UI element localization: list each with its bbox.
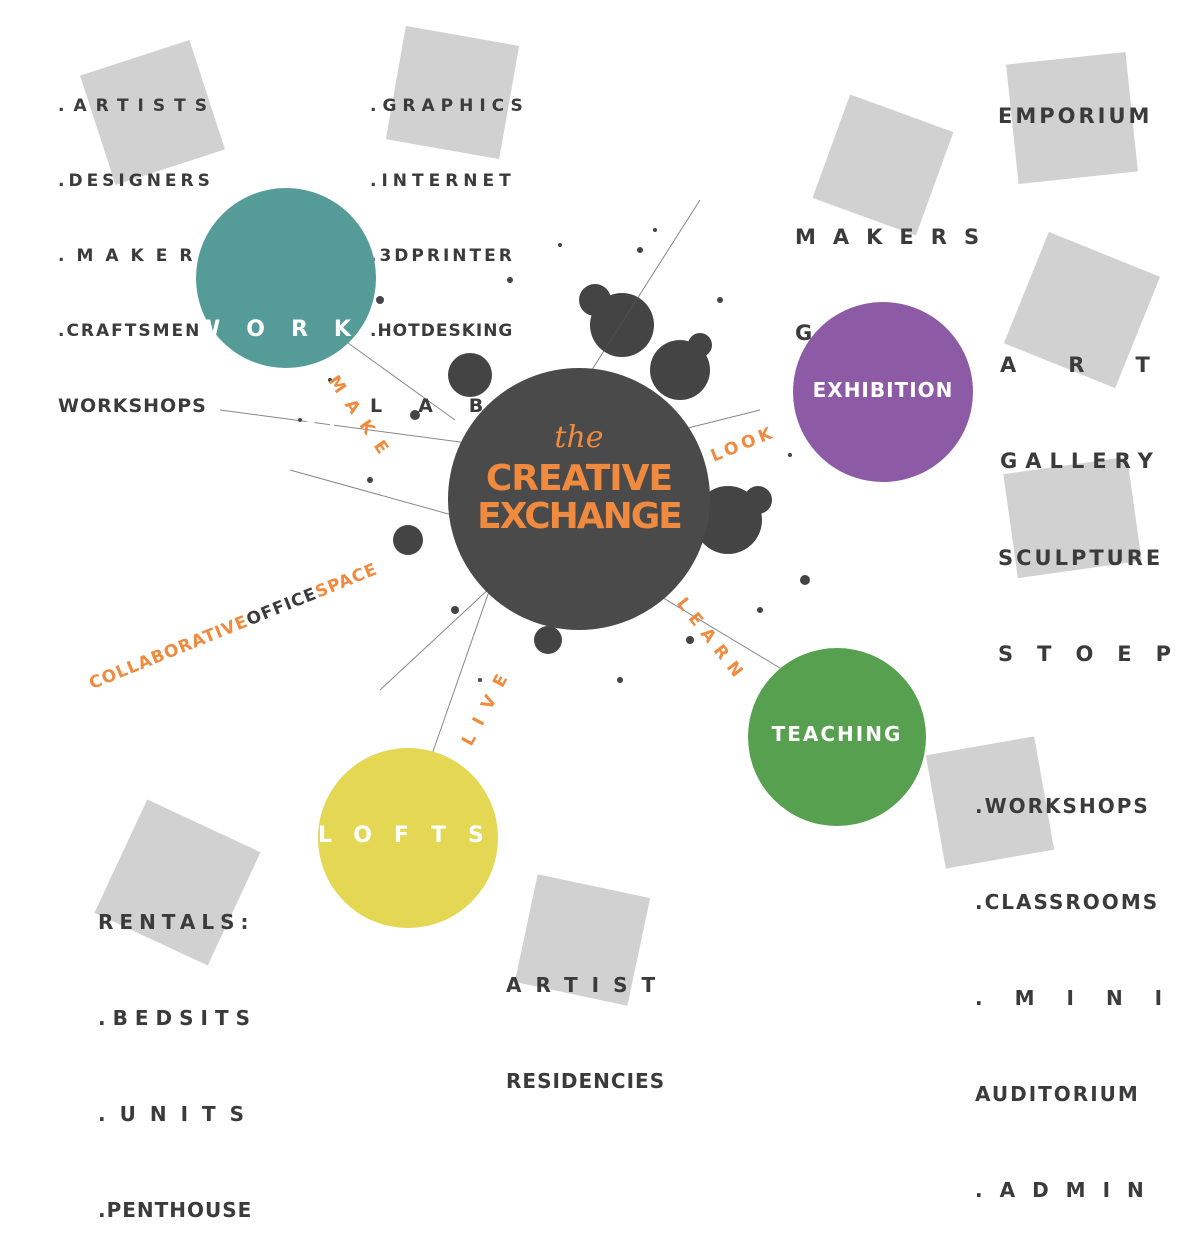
list-item: .DESIGNERS xyxy=(58,171,214,191)
exhibition-label: EXHIBITION xyxy=(812,378,954,402)
list-item: .3DPRINTER xyxy=(370,246,515,266)
workspace-circle xyxy=(196,188,376,368)
list-item: .MAKERS xyxy=(58,246,229,266)
center-title-line2: EXCHANGE xyxy=(477,496,683,537)
exhibition-circle xyxy=(793,302,973,482)
teaching-list: .WORKSHOPS .CLASSROOMS .MINI AUDITORIUM … xyxy=(975,726,1180,1238)
center-title-line1: CREATIVE xyxy=(485,458,673,499)
list-item: .UNITS xyxy=(98,1102,259,1126)
center-circle xyxy=(448,368,710,630)
workshops-list: .ARTISTS .DESIGNERS .MAKERS .CRAFTSMEN W… xyxy=(58,44,229,444)
artist-residencies-label: ARTIST RESIDENCIES xyxy=(506,973,670,1093)
list-item: .CLASSROOMS xyxy=(975,890,1160,914)
list-item: .BEDSITS xyxy=(98,1006,257,1030)
ink-splatter xyxy=(219,199,810,761)
teaching-label: TEACHING xyxy=(771,722,903,746)
list-item: .ARTISTS xyxy=(58,96,216,116)
list-item: .CRAFTSMEN xyxy=(58,321,202,341)
rentals-list: RENTALS: .BEDSITS .UNITS .PENTHOUSE xyxy=(98,842,258,1258)
lofts-label: LOFTS xyxy=(318,823,506,848)
list-item: .HOTDESKING xyxy=(370,321,514,341)
list-item: .INTERNET xyxy=(370,171,516,191)
art-gallery-label: ART GALLERY xyxy=(1000,353,1161,473)
list-item: .GRAPHICS xyxy=(370,96,529,116)
list-heading: RENTALS: xyxy=(98,910,255,934)
list-heading: WORKSHOPS xyxy=(58,395,207,417)
teaching-circle xyxy=(748,648,926,826)
list-item: .ADMIN xyxy=(975,1178,1161,1202)
list-item: AUDITORIUM xyxy=(975,1082,1140,1106)
emporium-label: EMPORIUM xyxy=(998,104,1153,128)
list-item: .MINI xyxy=(975,986,1180,1010)
list-item: .PENTHOUSE xyxy=(98,1198,253,1222)
lofts-circle xyxy=(318,748,498,928)
sculpture-stoep-label: SCULPTURE STOEP xyxy=(998,546,1180,666)
center-the: the xyxy=(554,420,604,455)
list-item: .WORKSHOPS xyxy=(975,794,1150,818)
workspace-label: WORK SPACE xyxy=(196,317,377,444)
